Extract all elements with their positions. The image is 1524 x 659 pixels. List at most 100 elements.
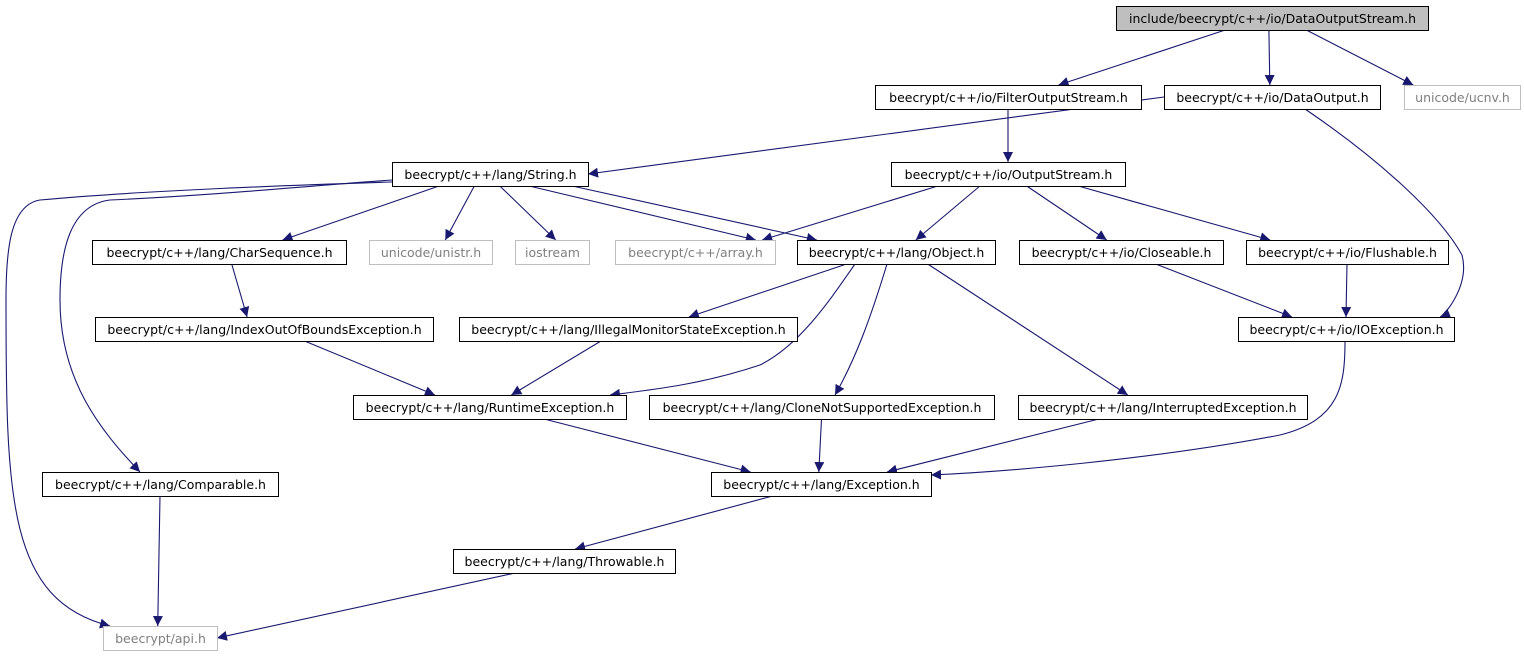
node-box-runtimeexception[interactable]	[353, 395, 627, 420]
edge-runtimeexception-to-exception	[543, 418, 751, 475]
edge-dataoutputstream-to-ucnv	[1306, 29, 1414, 86]
edge-string-to-iostream	[499, 185, 557, 241]
node-comparable[interactable]: beecrypt/c++/lang/Comparable.h	[42, 472, 279, 497]
node-label-exception: beecrypt/c++/lang/Exception.h	[723, 477, 919, 492]
node-label-outputstream: beecrypt/c++/io/OutputStream.h	[905, 167, 1113, 182]
node-filteroutputstream[interactable]: beecrypt/c++/io/FilterOutputStream.h	[875, 85, 1142, 110]
node-box-indexoutofbounds[interactable]	[95, 317, 434, 342]
node-object[interactable]: beecrypt/c++/lang/Object.h	[797, 240, 996, 265]
node-outputstream[interactable]: beecrypt/c++/io/OutputStream.h	[891, 162, 1126, 187]
node-box-comparable[interactable]	[42, 472, 279, 497]
edge-outputstream-to-flushable	[1078, 185, 1271, 243]
node-indexoutofbounds[interactable]: beecrypt/c++/lang/IndexOutOfBoundsExcept…	[95, 317, 434, 342]
node-label-api: beecrypt/api.h	[115, 631, 206, 646]
edge-object-to-runtimeexception	[609, 263, 856, 399]
node-runtimeexception[interactable]: beecrypt/c++/lang/RuntimeException.h	[353, 395, 627, 420]
node-charsequence[interactable]: beecrypt/c++/lang/CharSequence.h	[92, 240, 347, 265]
edge-closeable-to-ioexception	[1155, 263, 1293, 319]
node-interrupted[interactable]: beecrypt/c++/lang/InterruptedException.h	[1018, 395, 1308, 420]
node-label-iostream: iostream	[525, 245, 580, 260]
node-box-ioexception[interactable]	[1238, 317, 1455, 342]
edge-comparable-to-api	[152, 495, 163, 627]
node-label-object: beecrypt/c++/lang/Object.h	[809, 245, 985, 260]
node-dataoutput[interactable]: beecrypt/c++/io/DataOutput.h	[1164, 85, 1381, 110]
node-label-interrupted: beecrypt/c++/lang/InterruptedException.h	[1029, 400, 1296, 415]
edge-string-to-comparable	[59, 179, 393, 473]
node-label-charsequence: beecrypt/c++/lang/CharSequence.h	[106, 245, 332, 260]
node-string[interactable]: beecrypt/c++/lang/String.h	[392, 162, 589, 187]
node-label-ucnv: unicode/ucnv.h	[1415, 90, 1510, 105]
edge-string-to-charsequence	[282, 185, 440, 242]
node-box-outputstream[interactable]	[891, 162, 1126, 187]
edge-string-to-api	[5, 181, 393, 629]
edge-dataoutputstream-to-filteroutputstream	[1058, 29, 1226, 87]
node-closeable[interactable]: beecrypt/c++/io/Closeable.h	[1019, 240, 1224, 265]
node-box-iostream	[515, 240, 590, 265]
edge-outputstream-to-object	[915, 185, 981, 241]
node-clonenotsupported[interactable]: beecrypt/c++/lang/CloneNotSupportedExcep…	[649, 395, 995, 420]
node-label-filteroutputstream: beecrypt/c++/io/FilterOutputStream.h	[889, 90, 1128, 105]
node-api: beecrypt/api.h	[103, 626, 218, 651]
node-label-unistr: unicode/unistr.h	[381, 245, 481, 260]
edge-indexoutofbounds-to-runtimeexception	[304, 340, 436, 396]
node-box-closeable[interactable]	[1019, 240, 1224, 265]
node-throwable[interactable]: beecrypt/c++/lang/Throwable.h	[453, 549, 676, 574]
edge-exception-to-throwable	[574, 495, 773, 552]
node-ucnv: unicode/ucnv.h	[1404, 85, 1521, 110]
node-box-dataoutput[interactable]	[1164, 85, 1381, 110]
node-box-filteroutputstream[interactable]	[875, 85, 1142, 110]
node-box-ucnv	[1404, 85, 1521, 110]
dependency-edges	[5, 29, 1465, 641]
edge-string-to-object	[572, 185, 817, 243]
node-label-indexoutofbounds: beecrypt/c++/lang/IndexOutOfBoundsExcept…	[107, 322, 421, 337]
edge-illegalmonitor-to-runtimeexception	[511, 340, 602, 396]
edge-object-to-interrupted	[927, 263, 1129, 396]
node-box-dataoutputstream[interactable]	[1116, 6, 1429, 31]
edge-object-to-illegalmonitor	[688, 263, 847, 319]
node-box-flushable[interactable]	[1246, 240, 1449, 265]
node-box-throwable[interactable]	[453, 549, 676, 574]
node-box-array	[615, 240, 776, 265]
node-box-illegalmonitor[interactable]	[459, 317, 798, 342]
edge-charsequence-to-indexoutofbounds	[231, 263, 250, 318]
node-label-comparable: beecrypt/c++/lang/Comparable.h	[55, 477, 266, 492]
node-iostream: iostream	[515, 240, 590, 265]
node-label-closeable: beecrypt/c++/io/Closeable.h	[1032, 245, 1212, 260]
node-array: beecrypt/c++/array.h	[615, 240, 776, 265]
edge-interrupted-to-exception	[886, 418, 1100, 475]
node-label-throwable: beecrypt/c++/lang/Throwable.h	[465, 554, 665, 569]
node-label-runtimeexception: beecrypt/c++/lang/RuntimeException.h	[366, 400, 615, 415]
node-label-array: beecrypt/c++/array.h	[628, 245, 763, 260]
edge-object-to-clonenotsupported	[834, 263, 888, 396]
node-box-object[interactable]	[797, 240, 996, 265]
node-box-string[interactable]	[392, 162, 589, 187]
node-box-api	[103, 626, 218, 651]
node-label-ioexception: beecrypt/c++/io/IOException.h	[1249, 322, 1443, 337]
node-box-unistr	[369, 240, 493, 265]
edge-flushable-to-ioexception	[1341, 263, 1352, 318]
node-ioexception[interactable]: beecrypt/c++/io/IOException.h	[1238, 317, 1455, 342]
node-unistr: unicode/unistr.h	[369, 240, 493, 265]
node-flushable[interactable]: beecrypt/c++/io/Flushable.h	[1246, 240, 1449, 265]
node-box-interrupted[interactable]	[1018, 395, 1308, 420]
node-label-dataoutput: beecrypt/c++/io/DataOutput.h	[1176, 90, 1368, 105]
node-box-exception[interactable]	[711, 472, 932, 497]
edge-outputstream-to-array	[762, 185, 938, 242]
node-label-illegalmonitor: beecrypt/c++/lang/IllegalMonitorStateExc…	[471, 322, 785, 337]
node-dataoutputstream[interactable]: include/beecrypt/c++/io/DataOutputStream…	[1116, 6, 1429, 31]
edge-string-to-unistr	[444, 185, 475, 241]
node-box-charsequence[interactable]	[92, 240, 347, 265]
node-illegalmonitor[interactable]: beecrypt/c++/lang/IllegalMonitorStateExc…	[459, 317, 798, 342]
edge-dataoutputstream-to-dataoutput	[1264, 29, 1275, 86]
edge-throwable-to-api	[216, 572, 516, 641]
header-nodes: include/beecrypt/c++/io/DataOutputStream…	[42, 6, 1521, 651]
edge-clonenotsupported-to-exception	[814, 418, 825, 473]
node-label-dataoutputstream: include/beecrypt/c++/io/DataOutputStream…	[1129, 11, 1416, 26]
edge-ioexception-to-exception	[930, 340, 1346, 480]
node-box-clonenotsupported[interactable]	[649, 395, 995, 420]
node-label-clonenotsupported: beecrypt/c++/lang/CloneNotSupportedExcep…	[663, 400, 982, 415]
node-exception[interactable]: beecrypt/c++/lang/Exception.h	[711, 472, 932, 497]
edge-outputstream-to-closeable	[1026, 185, 1108, 241]
edge-dataoutput-to-ioexception	[1304, 108, 1465, 318]
